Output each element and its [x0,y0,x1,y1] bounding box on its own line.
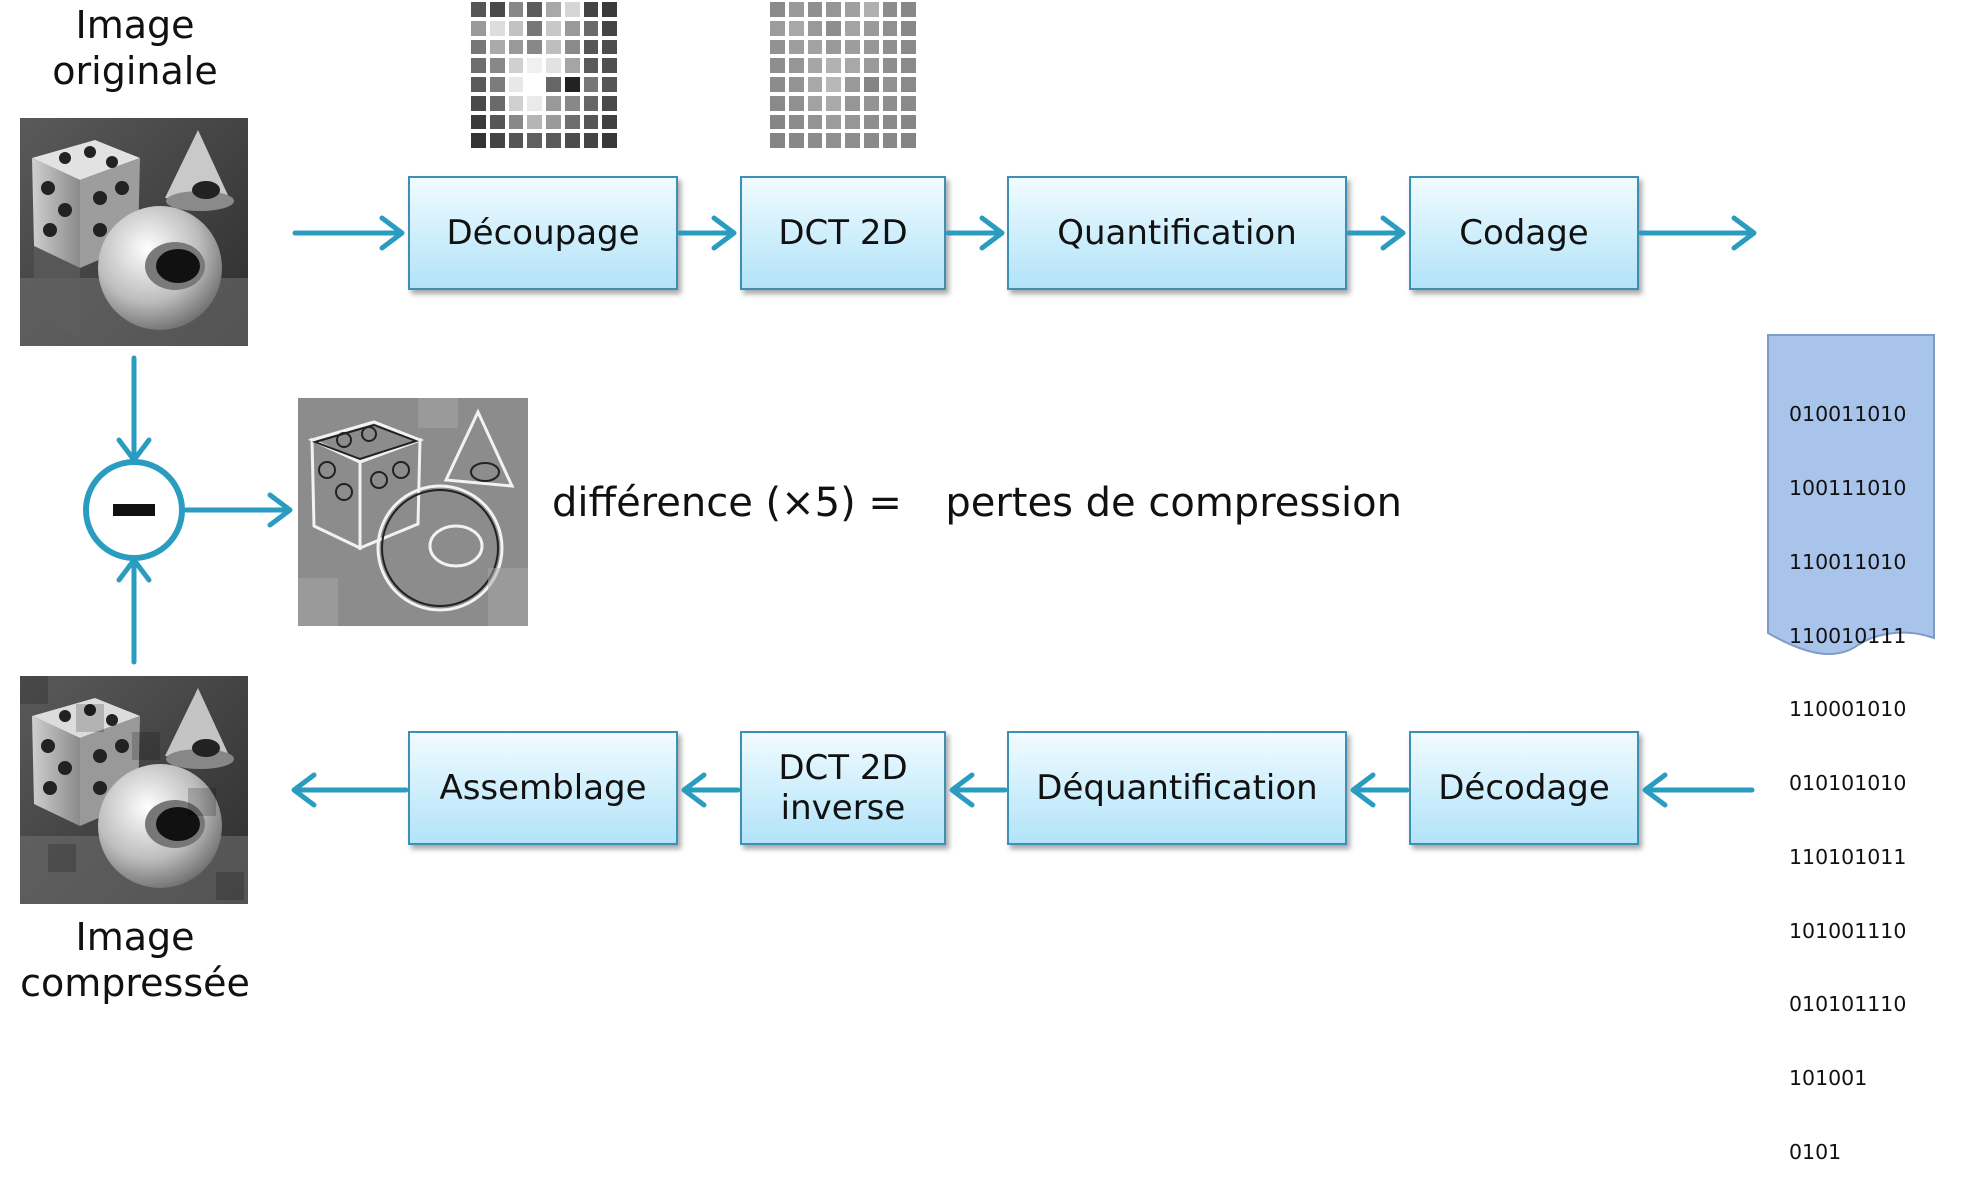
blocks-grid-dct [770,2,916,148]
difference-equation: différence (×5) = pertes de compression [552,475,1402,531]
arrow-head [681,772,707,808]
arrow-head [711,215,737,251]
compression-loss-label: pertes de compression [945,480,1402,526]
bit-line: 0101 [1789,1140,1842,1164]
bit-line: 101001 [1789,1066,1868,1091]
original-image [20,118,248,346]
blocks-grid-image [471,2,617,148]
compressed-image-graphic [20,676,248,904]
label-original-line2: originale [52,49,218,93]
arrow-head [1350,772,1376,808]
bit-line: 101001110 [1789,918,1907,943]
label-compressed-image: Image compressée [10,914,260,1006]
step-codage[interactable]: Codage [1409,176,1639,290]
bit-line: 110001010 [1789,697,1907,722]
arrow-head [979,215,1005,251]
label-original-line1: Image [75,3,195,47]
bit-line: 010101010 [1789,771,1907,796]
label-original-image: Image originale [30,2,240,94]
arrow-head [1642,772,1668,808]
step-dct-2d-inverse[interactable]: DCT 2D inverse [740,731,946,845]
arrow-head [1731,215,1757,251]
bit-line: 100111010 [1789,475,1907,500]
bit-line: 110010111 [1789,623,1907,648]
label-compressed-line2: compressée [20,961,250,1005]
arrow-head [267,492,293,528]
arrow-head [949,772,975,808]
step-dequantification[interactable]: Déquantification [1007,731,1347,845]
bit-line: 110101011 [1789,844,1907,869]
bit-line: 010011010 [1789,402,1907,427]
arrow-head [1380,215,1406,251]
step-dct-2d[interactable]: DCT 2D [740,176,946,290]
step-decoupage[interactable]: Découpage [408,176,678,290]
minus-icon [113,504,155,516]
arrow-head [379,215,405,251]
step-assemblage[interactable]: Assemblage [408,731,678,845]
difference-label: différence (×5) = [552,480,902,526]
label-compressed-line1: Image [75,915,195,959]
flow-arrows [83,215,1757,808]
difference-image [298,398,528,626]
bit-line: 110011010 [1789,549,1907,574]
bitstream-document [1767,334,1935,656]
compressed-image [20,676,248,904]
step-decodage[interactable]: Décodage [1409,731,1639,845]
difference-image-graphic [298,398,528,626]
step-quantification[interactable]: Quantification [1007,176,1347,290]
arrow-head [291,772,317,808]
original-image-graphic [20,118,248,346]
